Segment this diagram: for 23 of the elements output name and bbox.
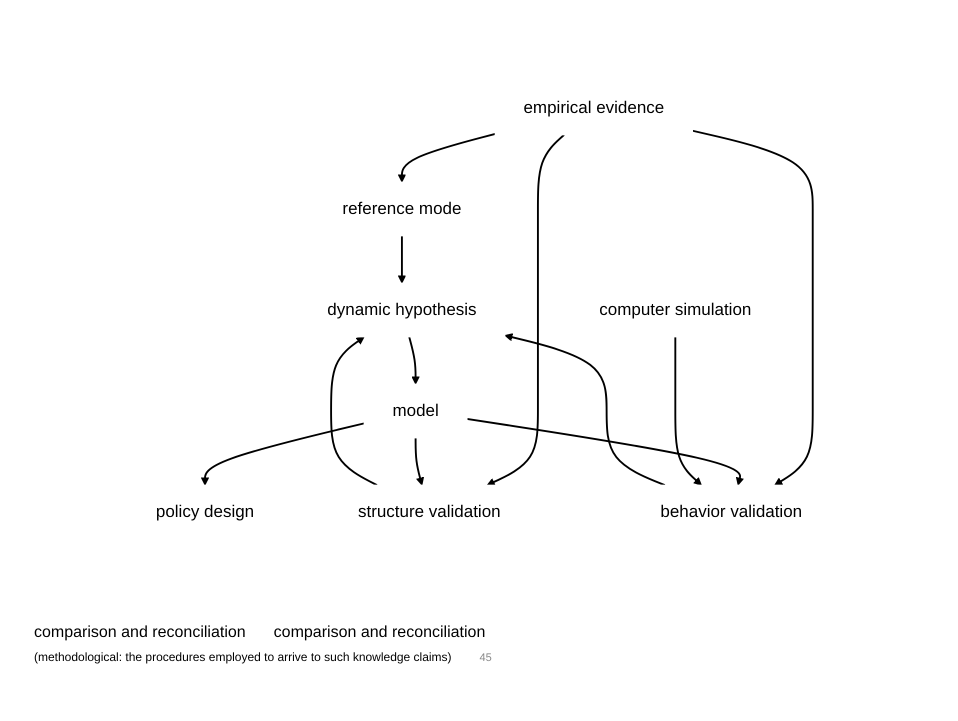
node-text: model (392, 401, 439, 420)
node-text: behavior validation (660, 502, 802, 522)
note-text: (methodological: the procedures employed to arrive to such knowledge claims) (34, 650, 452, 664)
arrow (414, 438, 424, 486)
page-number: 45 (480, 652, 492, 664)
arrow (466, 418, 744, 486)
node-text: policy design (156, 502, 254, 522)
arrow (486, 134, 565, 486)
arrow (330, 336, 378, 486)
arrow (200, 422, 364, 486)
arrow (398, 133, 496, 182)
node-text: dynamic hypothesis (327, 300, 477, 319)
arrow (398, 236, 406, 284)
node-text: computer simulation (599, 300, 752, 319)
annotation-text: comparison and reconciliation (274, 624, 486, 642)
node-text: reference mode (342, 199, 462, 218)
annotation-text: comparison and reconciliation (34, 624, 246, 642)
arrow (504, 333, 666, 486)
arrow (692, 130, 814, 486)
node-text: structure validation (358, 502, 501, 522)
arrow (408, 336, 420, 384)
arrow (674, 336, 702, 486)
node-text: empirical evidence (523, 98, 664, 117)
